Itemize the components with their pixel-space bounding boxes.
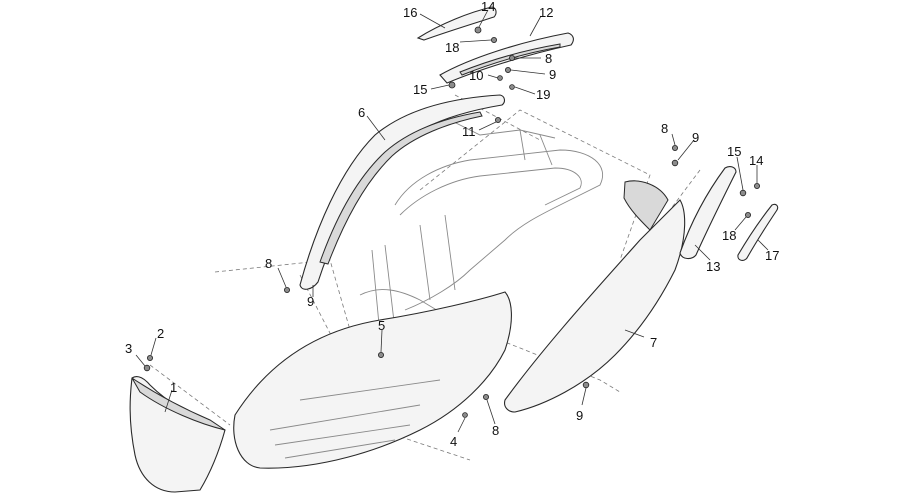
part-7-right-side-panel [504,199,686,413]
screw-14-top [474,26,482,34]
part-12-inner-detail [459,43,561,76]
callout-12: 12 [539,5,553,20]
leader-lines [135,9,769,433]
callout-8: 8 [265,256,272,271]
screw-8-bottom [482,393,489,400]
callout-labels: 16 14 12 18 8 9 10 15 19 6 11 8 9 15 14 … [125,0,779,449]
clip-18-top [490,37,497,44]
callout-14: 14 [749,153,763,168]
screw-14-right [754,182,761,189]
clip-9-right [671,159,679,167]
callout-9: 9 [549,67,556,82]
callout-18: 18 [445,40,459,55]
callout-8: 8 [545,51,552,66]
callout-18: 18 [722,228,736,243]
floor-panel-ribs [269,379,441,459]
callout-15: 15 [727,144,741,159]
screw-8-top [508,55,515,62]
screw-2 [146,354,153,361]
callout-14: 14 [481,0,495,14]
screw-8-left [283,286,290,293]
callout-19: 19 [536,87,550,102]
screw-4 [462,412,468,418]
callout-8: 8 [492,423,499,438]
part-1-front-panel [129,376,226,493]
part-7-rear-section [623,180,669,231]
callout-13: 13 [706,259,720,274]
screw-5 [377,351,384,358]
fasteners [143,26,761,418]
callout-3: 3 [125,341,132,356]
callout-9: 9 [307,294,314,309]
callout-1: 1 [170,380,177,395]
part-13-right-rail [679,166,737,260]
callout-16: 16 [403,5,417,20]
clip-3 [143,364,151,372]
callout-8: 8 [661,121,668,136]
clip-9-top [504,67,511,74]
part-6-inner-detail [319,111,483,265]
screw-8-right [672,144,679,151]
part-1-lip [131,377,226,431]
callout-9: 9 [692,130,699,145]
callout-6: 6 [358,105,365,120]
floor-panel [233,291,512,469]
clip-11 [494,117,501,124]
callout-7: 7 [650,335,657,350]
screw-10 [497,75,503,81]
clip-15-right [739,189,747,197]
part-16-cover-piece [416,6,497,41]
screw-19 [509,84,515,90]
callout-11: 11 [462,124,476,139]
clip-15-top [448,81,456,89]
part-17-cover-piece [737,203,779,261]
callout-2: 2 [157,326,164,341]
clip-18-right [745,211,752,218]
callout-17: 17 [765,248,779,263]
callout-4: 4 [450,434,457,449]
callout-15: 15 [413,82,427,97]
clip-9-bottom [582,381,590,389]
callout-10: 10 [469,68,483,83]
callout-9: 9 [576,408,583,423]
callout-5: 5 [378,318,385,333]
